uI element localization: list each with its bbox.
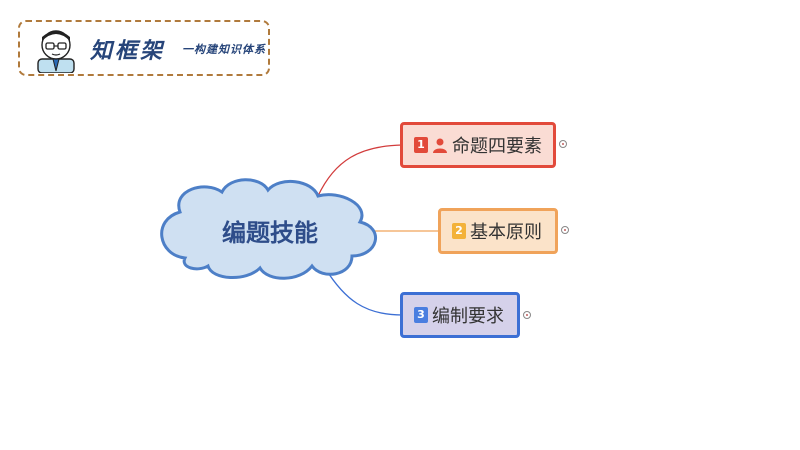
- branch-node-1[interactable]: 1 命题四要素: [400, 122, 556, 168]
- connector-3: [324, 267, 403, 316]
- avatar: [37, 30, 75, 73]
- logo-banner: 知框架 一构建知识体系: [18, 20, 270, 76]
- branch-label: 命题四要素: [452, 136, 542, 157]
- branch-node-3[interactable]: 3 编制要求: [400, 292, 520, 338]
- connector-1: [317, 144, 403, 197]
- central-cloud: [160, 178, 377, 280]
- priority-badge: 1: [414, 137, 428, 153]
- branch-node-2[interactable]: 2 基本原则: [438, 208, 558, 254]
- brand-title: 知框架: [90, 38, 166, 64]
- priority-badge: 2: [452, 223, 466, 239]
- expand-toggle-icon[interactable]: [561, 226, 569, 234]
- central-topic[interactable]: 编题技能: [222, 219, 318, 247]
- expand-toggle-icon[interactable]: [523, 311, 531, 319]
- branch-label: 基本原则: [470, 222, 542, 243]
- brand-tagline: 一构建知识体系: [182, 43, 266, 56]
- priority-badge: 3: [414, 307, 428, 323]
- branch-label: 编制要求: [432, 306, 504, 327]
- expand-toggle-icon[interactable]: [559, 140, 567, 148]
- person-icon: [433, 138, 447, 153]
